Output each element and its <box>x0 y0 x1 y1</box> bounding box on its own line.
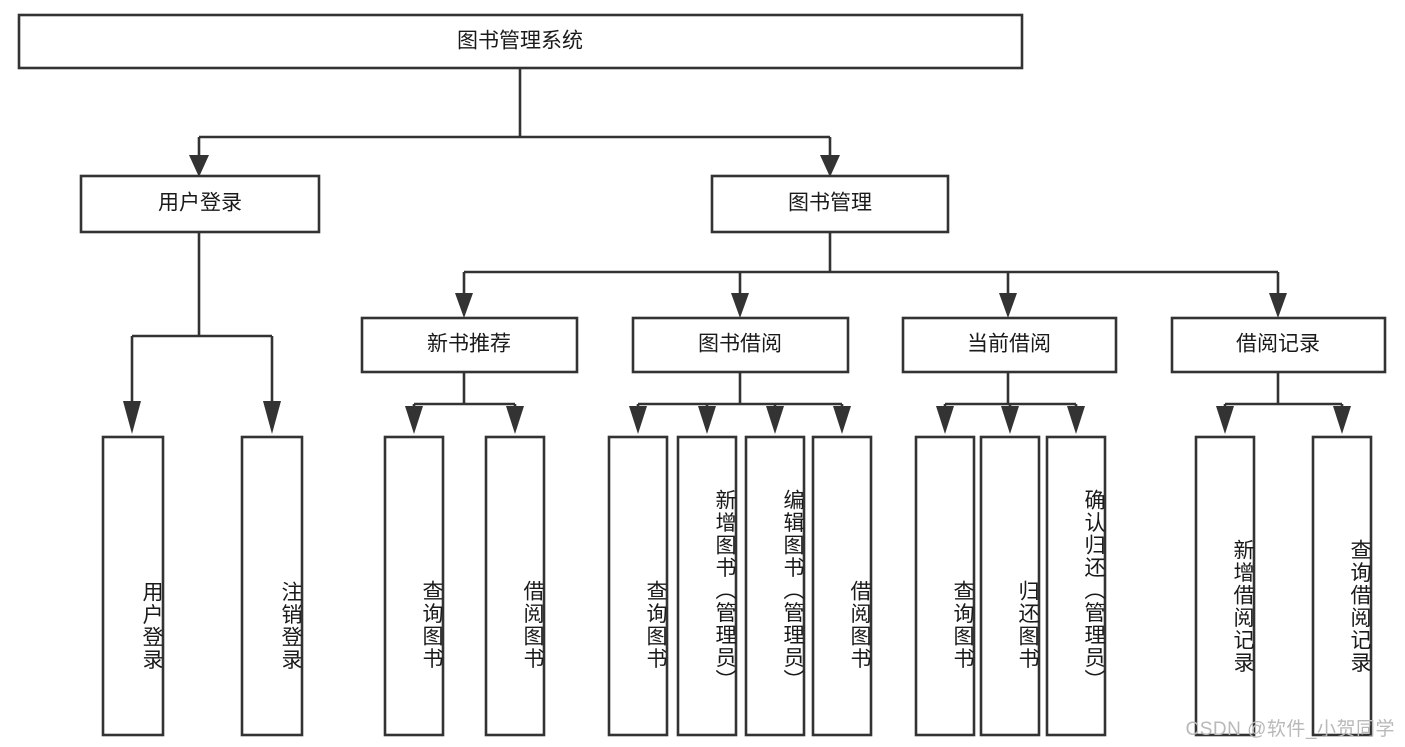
node-label-new-book-recommend: 新书推荐 <box>427 333 511 356</box>
arrow-head-icon <box>766 406 784 434</box>
connector-group-borrow-record <box>1216 372 1351 434</box>
arrow-head-icon <box>1333 406 1351 434</box>
connector-group-current-borrow <box>936 372 1085 434</box>
arrow-head-icon <box>1216 406 1234 434</box>
node-box-leaf-user-login[interactable] <box>101 435 165 737</box>
arrow-head-icon <box>698 406 716 434</box>
connector-group-user-login <box>123 232 281 434</box>
node-box-leaf-query-book-1[interactable] <box>383 435 445 737</box>
node-box-leaf-borrow-book-1[interactable] <box>484 435 546 737</box>
node-label-user-login: 用户登录 <box>158 192 242 215</box>
node-box-leaf-query-book-2[interactable] <box>607 435 669 737</box>
node-box-leaf-query-record[interactable] <box>1311 435 1373 737</box>
arrow-head-icon <box>1269 293 1287 318</box>
connector-group-new-book-recommend <box>405 372 524 434</box>
node-label-book-borrow: 图书借阅 <box>698 333 782 356</box>
arrow-head-icon <box>1001 406 1019 434</box>
arrow-head-icon <box>189 155 209 177</box>
arrow-head-icon <box>731 293 749 318</box>
node-box-current-borrow[interactable] <box>901 316 1118 374</box>
node-box-borrow-record[interactable] <box>1170 316 1387 374</box>
arrow-head-icon <box>123 401 141 434</box>
node-box-leaf-borrow-book-2[interactable] <box>811 435 873 737</box>
arrow-head-icon <box>936 406 954 434</box>
arrow-head-icon <box>506 406 524 434</box>
arrow-head-icon <box>455 293 473 318</box>
node-box-leaf-add-book[interactable] <box>676 435 738 737</box>
node-label-current-borrow: 当前借阅 <box>967 333 1051 356</box>
arrow-head-icon <box>629 406 647 434</box>
node-box-leaf-add-record[interactable] <box>1194 435 1256 737</box>
csdn-watermark: CSDN @软件_小贺同学 <box>1185 719 1395 740</box>
arrow-head-icon <box>405 406 423 434</box>
node-box-leaf-return-book[interactable] <box>979 435 1041 737</box>
arrow-head-icon <box>999 293 1017 318</box>
arrow-head-icon <box>833 406 851 434</box>
arrow-head-icon <box>263 401 281 434</box>
arrow-head-icon <box>820 155 840 177</box>
node-box-book-manage[interactable] <box>710 174 950 234</box>
connector-group-book-manage <box>455 232 1287 318</box>
node-box-root[interactable] <box>17 13 1024 70</box>
node-label-root: 图书管理系统 <box>457 30 583 53</box>
arrow-head-icon <box>1067 406 1085 434</box>
node-box-user-login[interactable] <box>79 174 321 234</box>
node-box-new-book-recommend[interactable] <box>360 316 579 374</box>
connector-group-root <box>189 68 840 177</box>
connector-group-book-borrow <box>629 372 851 434</box>
node-box-leaf-user-logout[interactable] <box>240 435 304 737</box>
node-box-leaf-query-book-3[interactable] <box>914 435 976 737</box>
node-label-book-manage: 图书管理 <box>788 192 872 215</box>
node-box-leaf-confirm-return[interactable] <box>1045 435 1107 737</box>
node-label-borrow-record: 借阅记录 <box>1236 333 1320 356</box>
node-box-leaf-edit-book[interactable] <box>744 435 806 737</box>
node-box-book-borrow[interactable] <box>631 316 850 374</box>
